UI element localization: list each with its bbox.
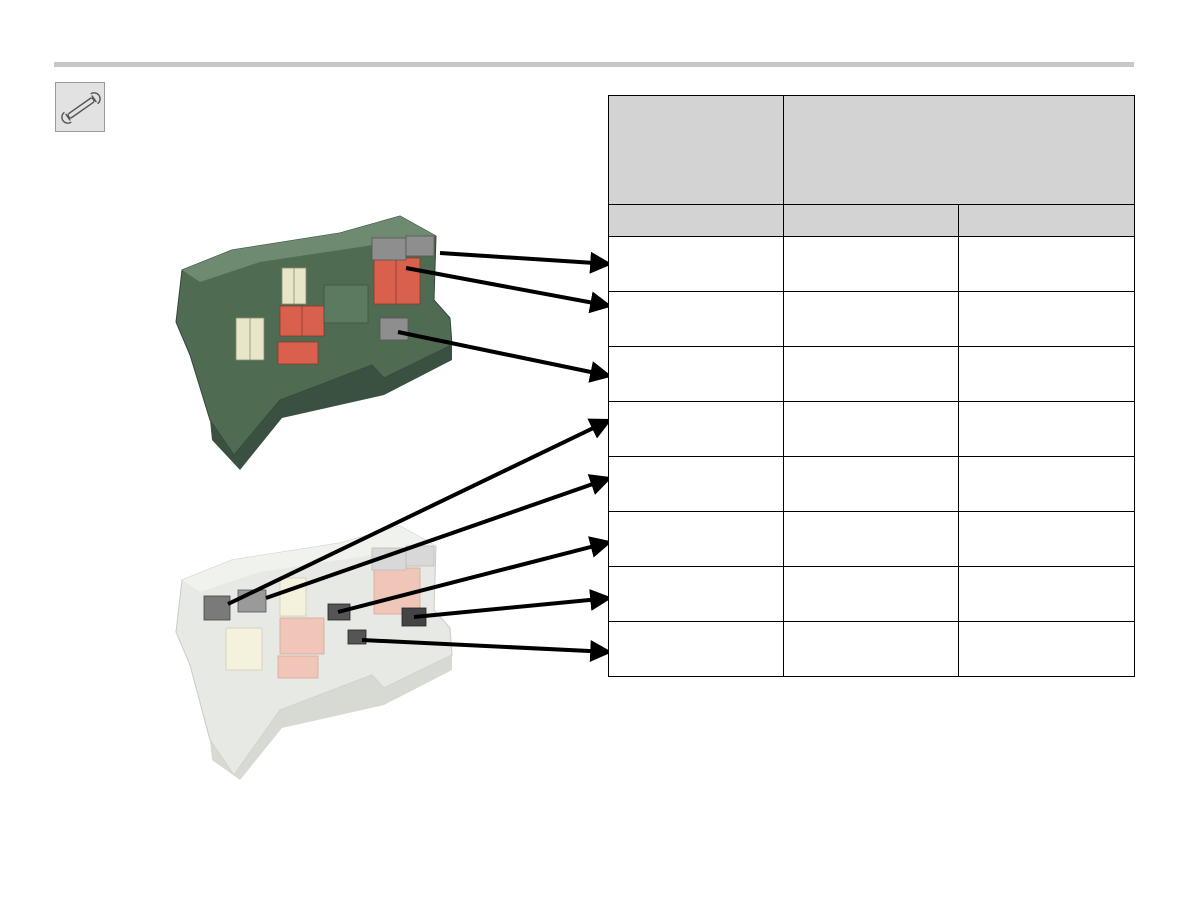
table-cell — [958, 511, 1135, 567]
table-cell — [783, 621, 959, 677]
arrow-row-5 — [265, 474, 613, 600]
table-row — [608, 401, 1135, 457]
table-cell — [608, 511, 784, 567]
table-row — [608, 236, 1135, 292]
table-row — [608, 511, 1135, 567]
table-cell — [958, 456, 1135, 512]
subheader-cell — [958, 204, 1135, 237]
arrow-row-6 — [337, 536, 613, 614]
table-row — [608, 346, 1135, 402]
arrow-row-4 — [227, 418, 612, 606]
table-cell — [783, 511, 959, 567]
table-cell — [608, 401, 784, 457]
table-cell — [958, 401, 1135, 457]
table-cell — [608, 456, 784, 512]
arrow-row-3 — [397, 330, 613, 383]
arrow-row-7 — [413, 588, 613, 619]
subheader-cell — [608, 204, 784, 237]
arrow-row-1 — [439, 251, 613, 274]
arrow-row-8 — [361, 638, 613, 663]
table-row — [608, 566, 1135, 622]
connector-table — [608, 95, 1135, 677]
table-cell — [783, 456, 959, 512]
table-cell — [783, 401, 959, 457]
table-cell — [608, 566, 784, 622]
table-cell — [608, 291, 784, 347]
table-cell — [958, 236, 1135, 292]
table-subheader-row — [608, 204, 1135, 237]
leader-arrows — [227, 251, 613, 663]
header-cell — [783, 95, 1135, 205]
table-cell — [783, 236, 959, 292]
table-cell — [958, 621, 1135, 677]
header-cell — [608, 95, 784, 205]
arrow-row-2 — [405, 266, 613, 314]
table-row — [608, 621, 1135, 677]
table-cell — [958, 346, 1135, 402]
tool-badge — [55, 82, 105, 132]
wrench-icon — [61, 92, 101, 124]
table-cell — [783, 346, 959, 402]
lower-module-image — [175, 525, 453, 780]
top-divider — [54, 62, 1134, 67]
table-header-row — [608, 95, 1135, 205]
table-cell — [608, 236, 784, 292]
table-row — [608, 291, 1135, 347]
table-cell — [783, 291, 959, 347]
table-cell — [958, 291, 1135, 347]
table-cell — [958, 566, 1135, 622]
upper-module-image — [175, 215, 453, 470]
table-cell — [608, 621, 784, 677]
table-cell — [608, 346, 784, 402]
table-cell — [783, 566, 959, 622]
table-row — [608, 456, 1135, 512]
subheader-cell — [783, 204, 959, 237]
